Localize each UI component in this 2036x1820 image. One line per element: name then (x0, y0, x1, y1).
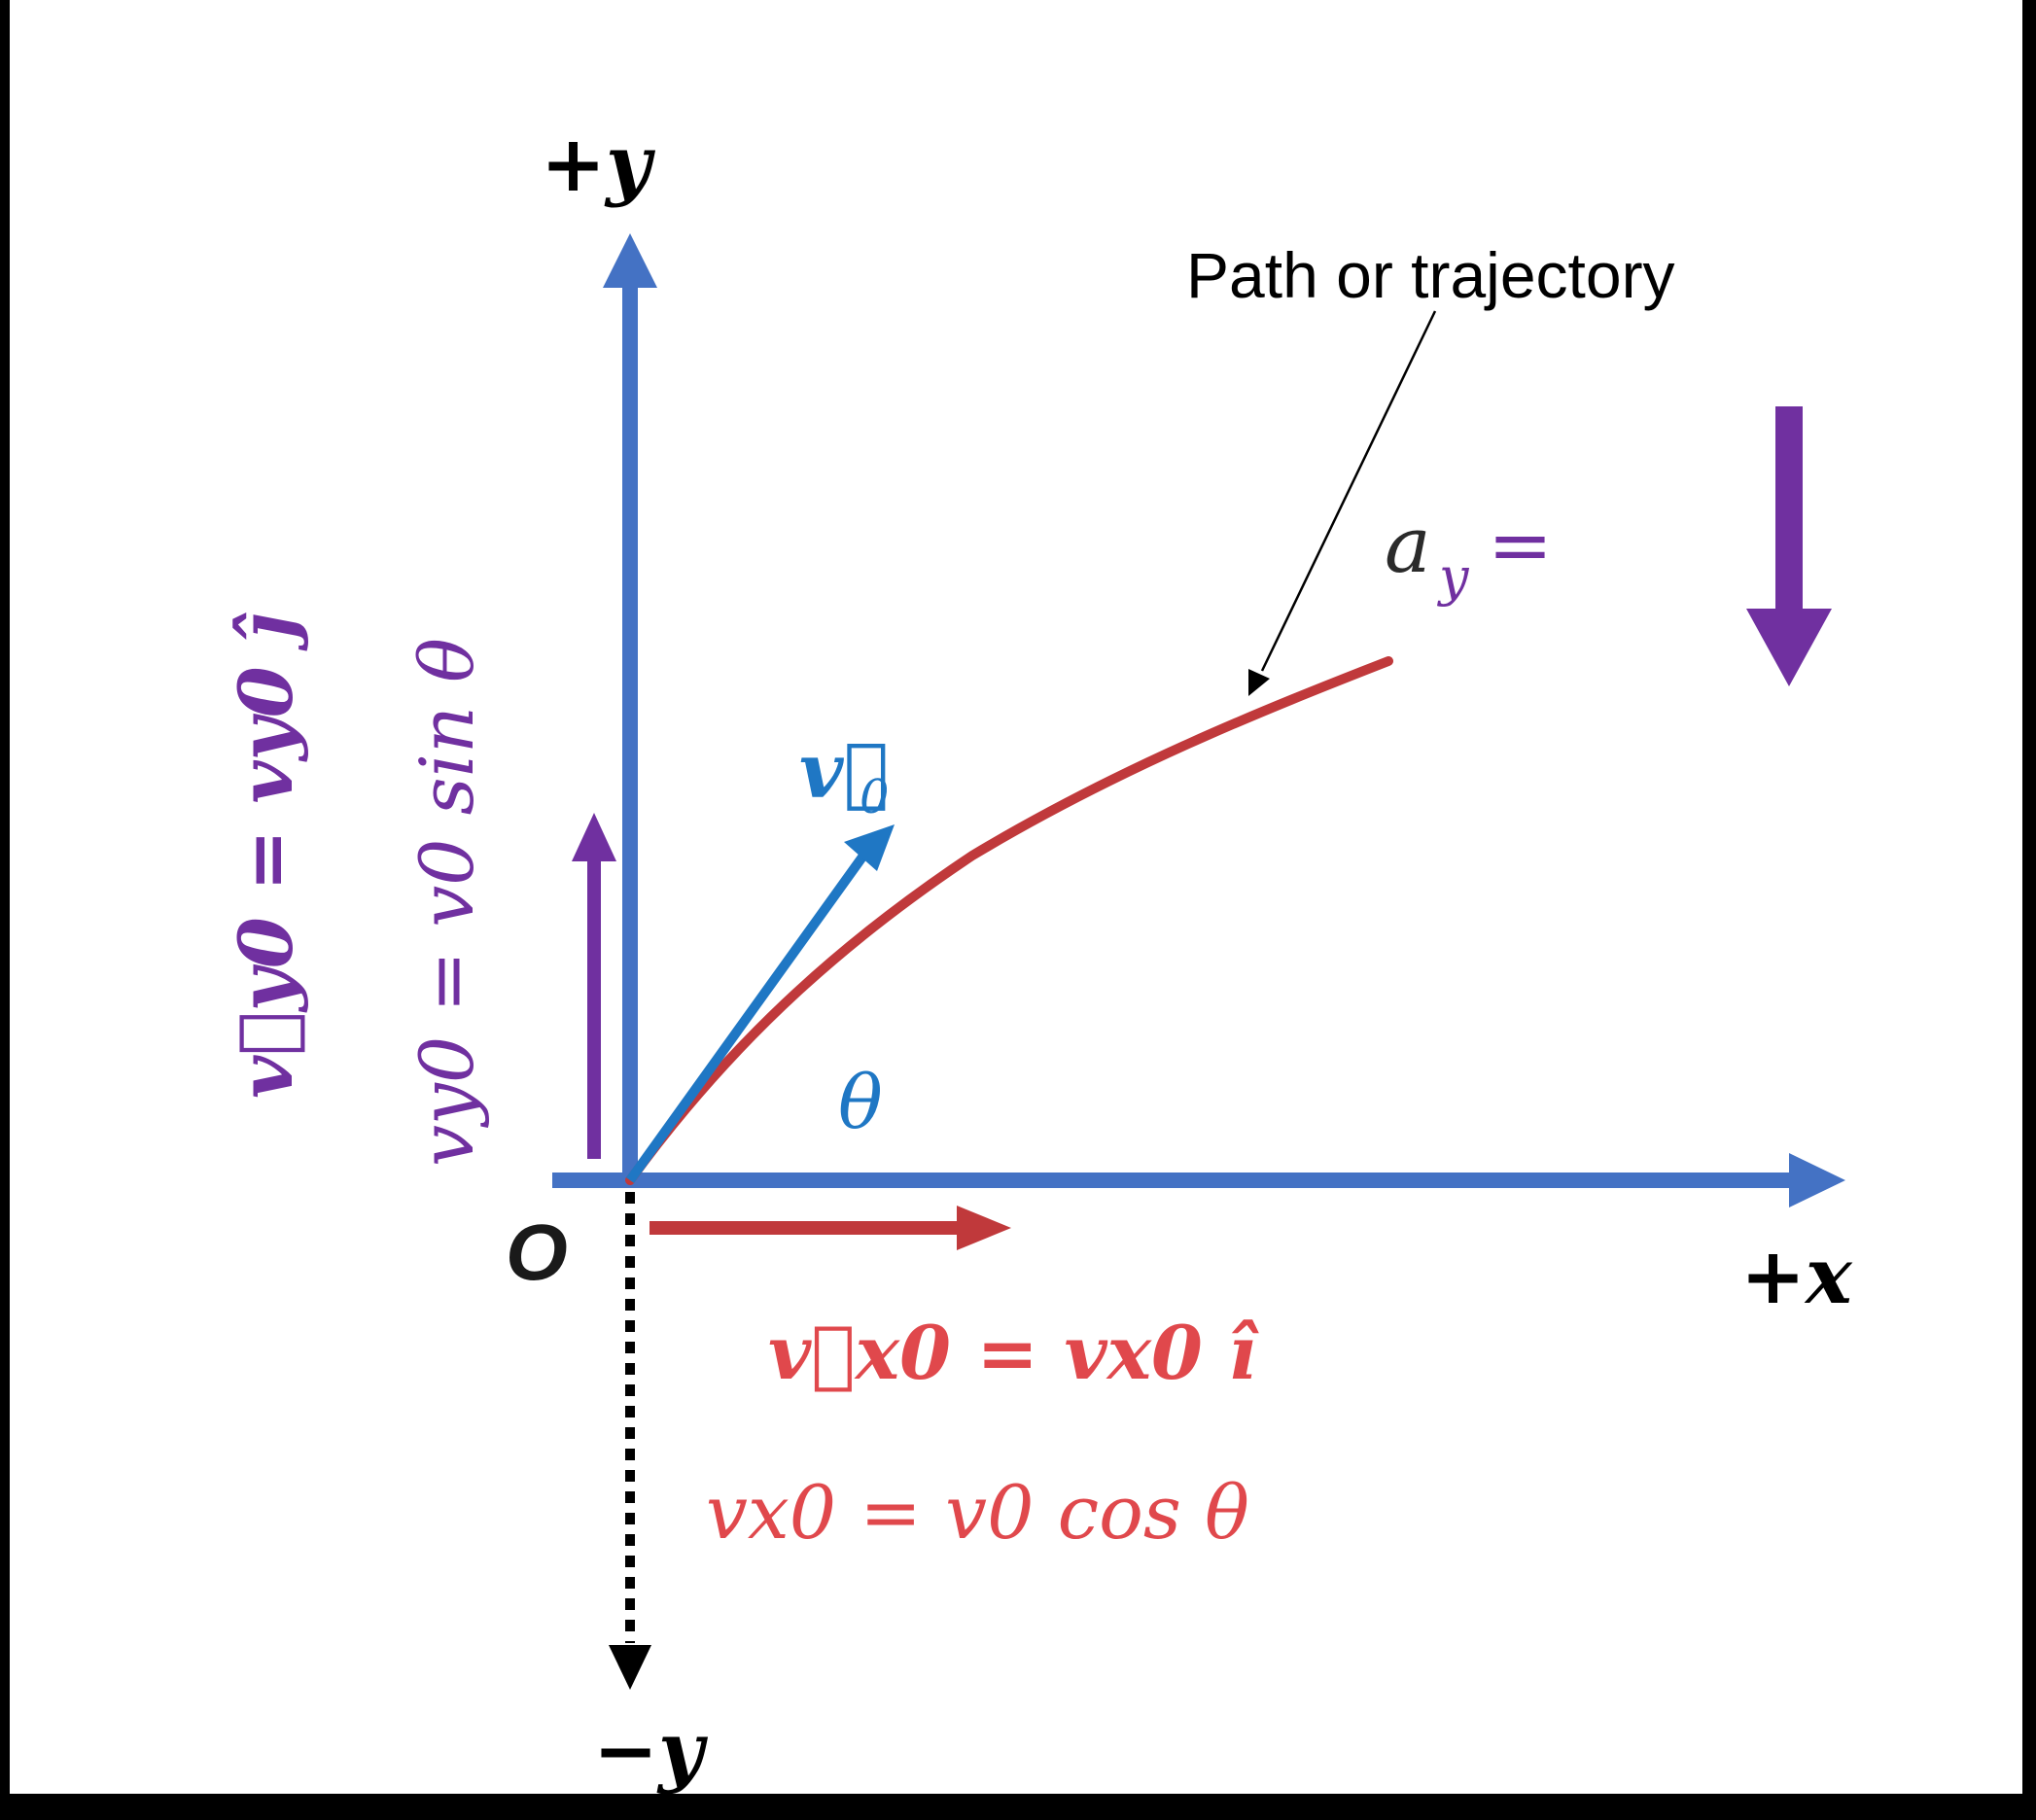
vx0-equation: vx0 = v0 cos θ (706, 1469, 1249, 1556)
theta-label: θ (838, 1059, 883, 1145)
vx0-vector-equation: v⃗x0 = vx0 î (768, 1310, 1259, 1396)
path-label: Path or trajectory (1186, 239, 1675, 311)
panel-background (10, 0, 2022, 1794)
x-axis-arrowhead (1789, 1153, 1845, 1208)
accel-equals: = (1488, 500, 1553, 590)
origin-label: O (506, 1208, 568, 1297)
plus-x-label: +x (1740, 1230, 1853, 1321)
plus-y-label: +y (541, 118, 656, 209)
v0-label: v⃗ 0 (799, 727, 890, 824)
trajectory-curve (625, 656, 1393, 1185)
vy0-equation: vy0 = v0 sin θ (404, 638, 490, 1167)
acceleration-label: a y = (1385, 500, 1553, 608)
y-axis-arrowhead (603, 233, 657, 288)
v0-subscript: 0 (860, 770, 890, 824)
accel-symbol: a (1385, 500, 1431, 590)
minus-y-label: −y (593, 1704, 709, 1796)
vy0-vector-equation: v⃗y0 = vy0 ĵ (223, 612, 309, 1099)
negative-y-axis (609, 1192, 651, 1690)
trajectory-leader (1248, 310, 1437, 696)
negative-y-arrowhead (609, 1645, 651, 1690)
v0-symbol: v⃗ (799, 727, 889, 816)
accel-subscript: y (1437, 546, 1470, 608)
gravity-arrow (1746, 406, 1832, 686)
vx0-component-arrow (649, 1206, 1011, 1250)
vy0-component-arrow (572, 813, 616, 1159)
y-axis (603, 233, 657, 1186)
initial-velocity-arrow (625, 824, 895, 1183)
x-axis (552, 1153, 1845, 1208)
